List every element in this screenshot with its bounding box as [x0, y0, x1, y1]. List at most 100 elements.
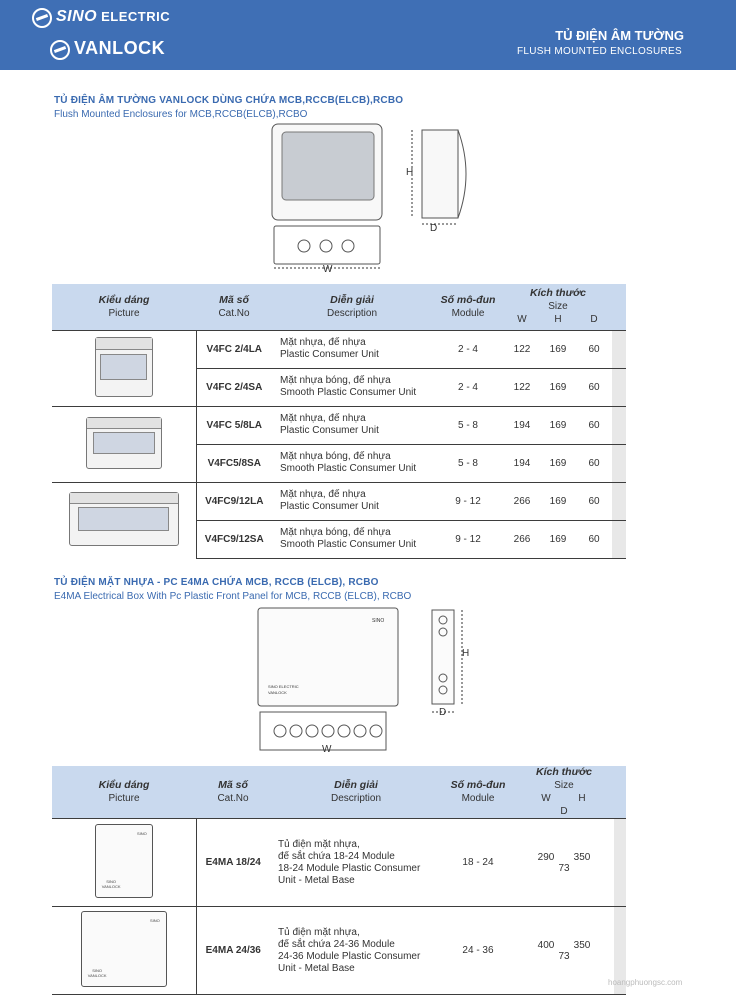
- col-cat: Mã số Cat.No: [196, 766, 270, 819]
- col-tail: [612, 284, 626, 330]
- size-d: 60: [588, 419, 600, 431]
- col-picture-vi: Kiểu dáng: [98, 293, 150, 306]
- description: Tủ điện mặt nhựa, đế sắt chứa 18-24 Modu…: [270, 818, 442, 907]
- size-d: 60: [588, 343, 600, 355]
- size-d: 60: [588, 533, 600, 545]
- size-w: 266: [513, 495, 531, 507]
- dim-w-label: W: [322, 744, 332, 755]
- col-size-vi: Kích thước: [530, 287, 586, 300]
- section1-subtitle: Flush Mounted Enclosures for MCB,RCCB(EL…: [54, 109, 308, 120]
- col-d: D: [590, 314, 598, 326]
- product-image: [68, 491, 179, 546]
- flush-enclosure-diagram: [271, 123, 467, 269]
- size-w: 400: [537, 939, 555, 951]
- col-desc-vi: Diễn giải: [334, 779, 378, 791]
- col-cat-vi: Mã số: [218, 779, 248, 791]
- brand-vanlock: VANLOCK: [74, 38, 166, 58]
- page-title-en: FLUSH MOUNTED ENCLOSURES: [517, 46, 682, 57]
- size-w: 194: [513, 457, 531, 469]
- desc-line: Tủ điện mặt nhựa,: [278, 838, 360, 850]
- cat-no: E4MA 18/24: [196, 818, 270, 907]
- desc-en: Smooth Plastic Consumer Unit: [280, 463, 417, 474]
- col-picture-en: Picture: [108, 307, 140, 319]
- size-h: 169: [549, 381, 567, 393]
- size-w: 194: [513, 419, 531, 431]
- desc-line: Tủ điện mặt nhựa,: [278, 926, 360, 938]
- section2-title: TỦ ĐIỆN MẶT NHỰA - PC E4MA CHỨA MCB, RCC…: [54, 577, 379, 588]
- product-image: [94, 336, 153, 397]
- desc-en: Plastic Consumer Unit: [280, 425, 379, 436]
- svg-text:SINO: SINO: [372, 618, 384, 624]
- cat-no: V4FC 2/4SA: [196, 367, 272, 406]
- desc-line: Unit - Metal Base: [278, 962, 355, 974]
- page-title-vi: TỦ ĐIỆN ÂM TƯỜNG: [555, 28, 684, 43]
- col-cat-en: Cat.No: [217, 793, 249, 804]
- tail-cell: [612, 519, 626, 559]
- col-module-en: Module: [451, 307, 485, 319]
- brand-sino-text: SINO: [56, 8, 98, 25]
- desc-line: 18-24 Module Plastic Consumer: [278, 862, 421, 874]
- dim-d-label: D: [439, 707, 447, 718]
- product-picture-cell: [52, 329, 197, 406]
- desc-line: 24-36 Module Plastic Consumer: [278, 950, 421, 962]
- module-range: 5 - 8: [432, 443, 504, 482]
- col-size-en: Size: [548, 301, 568, 313]
- vanlock-logo-icon: [50, 40, 70, 60]
- tail-cell: [612, 367, 626, 406]
- e4ma-diagram: SINO SINO ELECTRIC VANLOCK: [257, 607, 463, 751]
- desc-en: Plastic Consumer Unit: [280, 349, 379, 360]
- size-w: 266: [513, 533, 531, 545]
- col-module-vi: Số mô-đun: [440, 293, 496, 306]
- size-h: 169: [549, 533, 567, 545]
- size-h: 350: [573, 851, 591, 863]
- product-image: [85, 416, 162, 469]
- desc-vi: Mặt nhựa, đế nhựa: [280, 413, 366, 424]
- size-d: 73: [558, 950, 570, 962]
- col-h: H: [578, 793, 586, 804]
- cat-no: E4MA 24/36: [196, 906, 270, 995]
- size-h: 169: [549, 343, 567, 355]
- desc-vi: Mặt nhựa bóng, đế nhựa: [280, 527, 391, 538]
- svg-text:VANLOCK: VANLOCK: [268, 690, 287, 695]
- dim-d-label: D: [430, 223, 438, 234]
- col-module-vi: Số mô-đun: [450, 779, 506, 791]
- watermark-text: hoangphuongsc.com: [608, 978, 683, 987]
- desc-vi: Mặt nhựa, đế nhựa: [280, 489, 366, 500]
- tail-cell: [612, 481, 626, 520]
- product-picture-cell: [52, 481, 197, 558]
- size-d: 60: [588, 457, 600, 469]
- col-cat-vi: Mã số: [219, 293, 249, 306]
- desc-vi: Mặt nhựa, đế nhựa: [280, 337, 366, 348]
- tail-cell: [614, 818, 626, 907]
- desc-line: đế sắt chứa 24-36 Module: [278, 938, 395, 950]
- col-h: H: [554, 314, 562, 326]
- col-desc-en: Description: [326, 307, 378, 319]
- size-h: 350: [573, 939, 591, 951]
- brand-electric-text: ELECTRIC: [101, 9, 171, 24]
- col-size-vi: Kích thước: [536, 766, 592, 778]
- col-d: D: [560, 806, 568, 817]
